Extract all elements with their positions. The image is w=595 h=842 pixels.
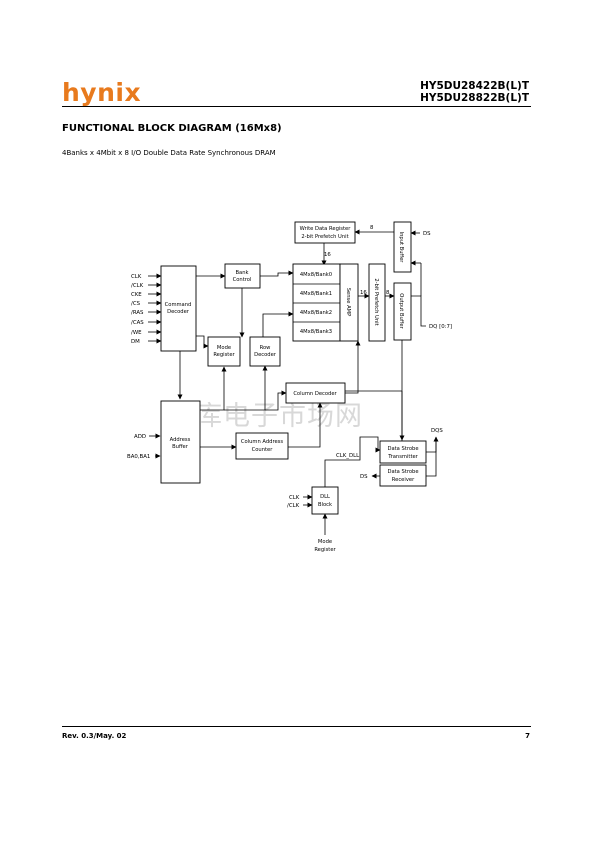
write-data-register-block: [294, 221, 356, 244]
signal-add: ADD: [134, 434, 146, 440]
column-address-counter-label-1: Column Address: [241, 439, 283, 445]
signal-cke: CKE: [131, 292, 142, 298]
mode-register-input-label-2: Register: [314, 547, 336, 553]
dll-block-label-1: DLL: [320, 494, 330, 500]
data-strobe-receiver-label-2: Receiver: [392, 477, 415, 483]
bus-width-write-input: 8: [370, 225, 374, 231]
header-rule: [62, 106, 531, 107]
page-title: FUNCTIONAL BLOCK DIAGRAM (16Mx8): [62, 123, 282, 134]
bank-array-block: [292, 263, 341, 342]
signal-ds-top: DS: [423, 231, 431, 237]
prefetch-unit-label: 2-bit Prefetch Unit: [373, 278, 379, 325]
command-decoder-block: [160, 265, 197, 352]
write-data-register-label-1: Write Data Register: [300, 226, 352, 232]
bus-width-sense-prefetch: 16: [360, 290, 367, 296]
page-subtitle: 4Banks x 4Mbit x 8 I/O Double Data Rate …: [62, 149, 276, 157]
data-strobe-receiver-label-1: Data Strobe: [387, 469, 418, 475]
prefetch-unit-block: [368, 263, 386, 342]
page-number: 7: [525, 732, 530, 740]
part-number-2: HY5DU28822B(L)T: [420, 92, 529, 104]
signal-clk-dll: CLK_DLL: [336, 453, 359, 459]
command-decoder-label-1: Command: [165, 302, 192, 308]
row-decoder-label-2: Decoder: [254, 352, 277, 358]
dll-block: [311, 486, 339, 515]
input-buffer-label: Input Buffer: [398, 232, 404, 264]
row-decoder-block: [249, 336, 281, 367]
part-number-1: HY5DU28422B(L)T: [420, 80, 529, 92]
signal-dqs: DQS: [431, 428, 443, 434]
column-address-counter-block: [235, 432, 289, 460]
bank-control-label-2: Control: [233, 277, 252, 283]
bank0-label: 4Mx8/Bank0: [300, 272, 332, 278]
data-strobe-transmitter-label-1: Data Strobe: [387, 446, 418, 452]
data-strobe-transmitter-label-2: Transmitter: [387, 454, 418, 460]
footer-rule: [62, 726, 531, 727]
signal-dll-clk: CLK: [289, 495, 300, 501]
signal-dm: DM: [131, 339, 140, 345]
signal-ds-receiver: DS: [360, 474, 368, 480]
output-buffer-label: Output Buffer: [398, 293, 404, 329]
input-buffer-block: [393, 221, 412, 273]
signal-ncs: /CS: [131, 301, 141, 307]
output-buffer-block: [393, 282, 412, 341]
column-decoder-label: Column Decoder: [293, 391, 337, 397]
address-buffer-label-1: Address: [170, 437, 191, 443]
column-address-counter-label-2: Counter: [252, 447, 274, 453]
signal-nwe: /WE: [131, 330, 142, 336]
bank3-label: 4Mx8/Bank3: [300, 329, 332, 335]
bus-width-prefetch-output: 8: [386, 290, 390, 296]
column-decoder-block: [285, 382, 346, 404]
mode-register-input-label-1: Mode: [318, 539, 332, 545]
signal-clk: CLK: [131, 274, 142, 280]
bank2-label: 4Mx8/Bank2: [300, 310, 332, 316]
bank-control-block: [224, 263, 261, 289]
signal-dq: DQ [0:7]: [429, 324, 452, 330]
revision-label: Rev. 0.3/May. 02: [62, 732, 127, 740]
data-strobe-transmitter-block: [379, 440, 427, 464]
mode-register-block: [207, 336, 241, 367]
part-numbers: HY5DU28422B(L)T HY5DU28822B(L)T: [420, 80, 529, 104]
address-buffer-label-2: Buffer: [172, 444, 189, 450]
mode-register-label-1: Mode: [217, 345, 231, 351]
signal-nras: /RAS: [131, 310, 144, 316]
write-data-register-label-2: 2-bit Prefetch Unit: [301, 234, 348, 240]
command-decoder-label-2: Decoder: [167, 309, 190, 315]
row-decoder-label-1: Row: [260, 345, 272, 351]
address-buffer-block: [160, 400, 201, 484]
sense-amp-block: [339, 263, 359, 342]
bus-width-write-banks: 16: [324, 252, 331, 258]
signal-nclk: /CLK: [131, 283, 144, 289]
hynix-logo: hynix: [62, 78, 142, 107]
command-input-labels: CLK /CLK CKE /CS /RAS /CAS /WE DM: [131, 274, 144, 345]
signal-ba: BA0,BA1: [127, 454, 150, 460]
sense-amp-label: Sense AMP: [345, 288, 351, 316]
mode-register-label-2: Register: [213, 352, 235, 358]
data-strobe-receiver-block: [379, 464, 427, 487]
signal-dll-nclk: /CLK: [287, 503, 300, 509]
dll-block-label-2: Block: [318, 502, 332, 508]
bank1-label: 4Mx8/Bank1: [300, 291, 332, 297]
bank-control-label-1: Bank: [235, 270, 248, 276]
signal-ncas: /CAS: [131, 320, 144, 326]
